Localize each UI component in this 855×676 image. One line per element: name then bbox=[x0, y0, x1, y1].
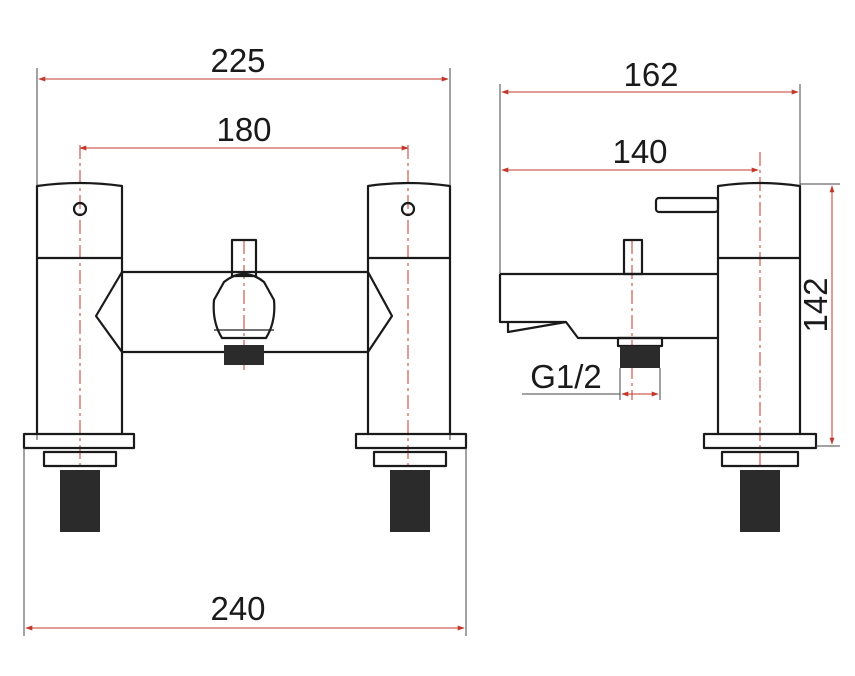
dim-front-top-width: 225 bbox=[36, 42, 451, 440]
right-tail-thread bbox=[390, 470, 430, 532]
dim-side-overall-depth: 162 bbox=[499, 56, 801, 322]
dim-outlet-thread: G1/2 bbox=[522, 358, 661, 400]
dim-side-spout-depth: 140 bbox=[501, 133, 759, 173]
left-tail-thread bbox=[60, 470, 100, 532]
front-outlet-thread bbox=[224, 345, 264, 365]
side-pillar bbox=[716, 258, 802, 434]
side-lever bbox=[654, 196, 720, 214]
dim-front-base-width: 240 bbox=[23, 448, 467, 636]
dim-label-225: 225 bbox=[210, 42, 265, 79]
dim-label-140: 140 bbox=[612, 133, 667, 170]
left-base-plate bbox=[22, 432, 136, 450]
dim-label-142: 142 bbox=[797, 277, 834, 332]
right-nut bbox=[372, 450, 448, 468]
side-diverter bbox=[622, 238, 644, 276]
dim-label-162: 162 bbox=[623, 56, 678, 93]
dim-front-hole-spacing: 180 bbox=[79, 111, 409, 151]
side-spout-tip bbox=[506, 320, 567, 334]
left-pillar bbox=[35, 258, 124, 434]
left-handle bbox=[35, 181, 124, 260]
body-bridge bbox=[94, 270, 394, 354]
side-tail-thread bbox=[740, 470, 780, 532]
dim-label-240: 240 bbox=[210, 590, 265, 627]
dim-label-180: 180 bbox=[216, 111, 271, 148]
right-pillar bbox=[366, 258, 452, 434]
side-outlet-ring bbox=[616, 336, 664, 348]
right-handle bbox=[366, 181, 452, 260]
dim-label-g12: G1/2 bbox=[530, 358, 602, 395]
side-outlet-thread bbox=[620, 346, 660, 368]
diverter-knob bbox=[212, 238, 276, 340]
dim-side-height: 142 bbox=[797, 183, 840, 447]
side-handle-head bbox=[716, 181, 802, 260]
front-view: 225 180 bbox=[22, 42, 468, 636]
side-base-plate bbox=[702, 432, 818, 450]
side-nut bbox=[720, 450, 800, 468]
right-base-plate bbox=[354, 432, 468, 450]
left-nut bbox=[42, 450, 118, 468]
side-view: 162 140 G1/2 bbox=[498, 56, 840, 532]
